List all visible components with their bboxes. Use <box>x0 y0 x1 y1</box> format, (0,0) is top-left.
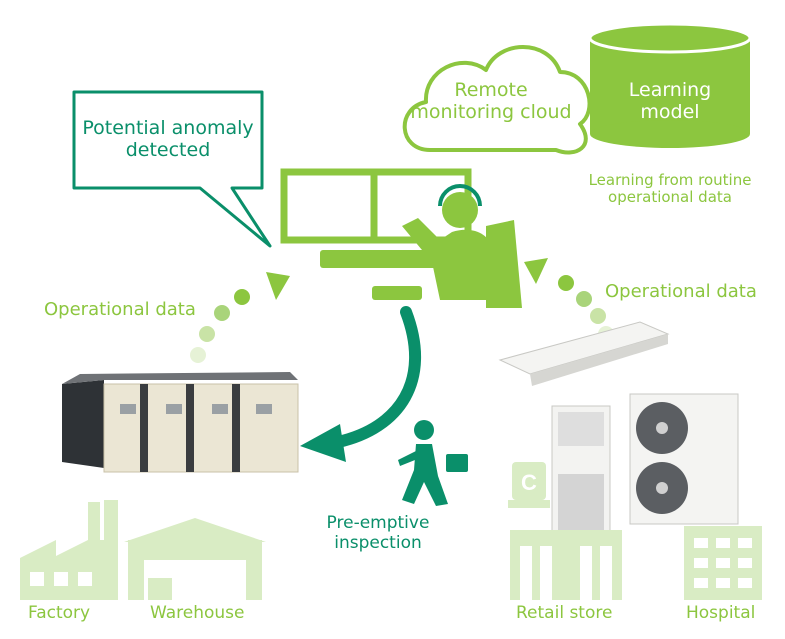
database-label: Learning model <box>590 79 750 124</box>
hospital-icon <box>684 526 762 600</box>
ceiling-unit-image <box>498 321 670 386</box>
inspection-arrow <box>300 306 421 462</box>
outdoor-unit-image <box>629 393 739 525</box>
database-icon <box>588 22 752 148</box>
operational-data-left-label: Operational data <box>44 299 196 320</box>
operational-data-right-label: Operational data <box>605 281 757 302</box>
cloud-icon <box>402 45 592 155</box>
floor-unit-image <box>551 405 611 547</box>
operator-icon <box>280 168 522 308</box>
callout-bubble <box>72 90 272 248</box>
site-label-factory: Factory <box>28 603 91 623</box>
inspection-line-2: inspection <box>334 532 422 553</box>
svg-text:C: C <box>521 470 537 495</box>
site-label-hospital: Hospital <box>686 603 756 623</box>
cloud-label: Remote monitoring cloud <box>402 79 580 124</box>
callout-line-2: detected <box>125 138 211 161</box>
learning-caption-line-1: Learning from routine <box>588 171 752 189</box>
cloud-line-1: Remote <box>454 79 528 101</box>
database-line-1: Learning <box>628 79 712 101</box>
retail-store-icon: C <box>508 462 622 600</box>
database-line-2: model <box>640 100 700 123</box>
cloud-line-2: monitoring cloud <box>410 100 572 123</box>
site-label-retail-store: Retail store <box>516 603 613 623</box>
right-data-flow <box>524 258 614 342</box>
learning-caption: Learning from routine operational data <box>562 171 778 207</box>
factory-icon <box>20 500 118 600</box>
learning-caption-line-2: operational data <box>608 188 732 207</box>
callout-line-1: Potential anomaly <box>82 117 254 139</box>
callout-text: Potential anomaly detected <box>74 117 262 162</box>
site-label-warehouse: Warehouse <box>150 603 245 623</box>
inspection-label: Pre-emptive inspection <box>318 513 438 553</box>
warehouse-icon <box>124 518 266 600</box>
inspection-line-1: Pre-emptive <box>326 513 430 533</box>
technician-icon <box>398 420 468 506</box>
left-data-flow <box>190 272 290 363</box>
chiller-units-image <box>62 372 299 473</box>
